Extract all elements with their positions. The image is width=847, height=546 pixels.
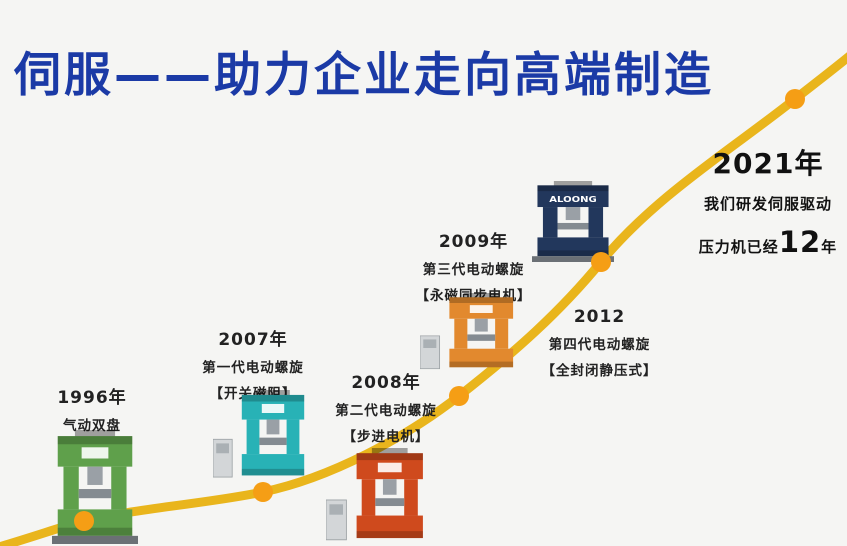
press-machine-icon: ALOONG bbox=[532, 181, 614, 262]
machine-2008-illustration bbox=[326, 448, 428, 545]
milestone-year: 2009年 bbox=[438, 232, 509, 252]
finale-line2: 压力机已经12年 bbox=[693, 225, 843, 259]
milestone-desc: 第三代电动螺旋 bbox=[422, 262, 525, 278]
milestone-2009: 2009年 第三代电动螺旋 【永磁同步电机】 bbox=[401, 227, 546, 304]
milestone-year: 2007年 bbox=[218, 330, 288, 350]
machine-2009-illustration bbox=[420, 293, 518, 373]
milestone-1996: 1996年 气动双盘 bbox=[32, 383, 152, 434]
milestone-desc: 气动双盘 bbox=[63, 418, 121, 434]
press-machine-icon bbox=[52, 430, 138, 544]
finale-line1: 我们研发伺服驱动 bbox=[703, 195, 832, 213]
milestone-year: 1996年 bbox=[57, 388, 127, 408]
milestone-desc: 【全封闭静压式】 bbox=[541, 363, 658, 379]
milestone-desc: 第四代电动螺旋 bbox=[548, 337, 651, 353]
machine-2012-illustration: ALOONG bbox=[532, 181, 614, 262]
milestone-desc: 第二代电动螺旋 bbox=[335, 403, 437, 419]
finale-suffix: 年 bbox=[821, 238, 838, 256]
finale-number: 12 bbox=[778, 225, 822, 259]
machine-1996-illustration bbox=[52, 430, 138, 544]
milestone-year: 2012 bbox=[573, 307, 626, 327]
finale-year: 2021年 bbox=[712, 147, 824, 180]
press-machine-icon bbox=[213, 390, 305, 478]
page-title: 伺服——助力企业走向高端制造 bbox=[14, 48, 714, 103]
milestone-desc: 【步进电机】 bbox=[342, 429, 430, 445]
milestone-2008: 2008年 第二代电动螺旋 【步进电机】 bbox=[316, 368, 456, 445]
press-machine-icon bbox=[326, 448, 423, 541]
machine-brand-label: ALOONG bbox=[549, 196, 596, 205]
milestone-year: 2008年 bbox=[351, 373, 421, 393]
press-machine-icon bbox=[420, 293, 514, 370]
machine-2007-illustration bbox=[213, 390, 309, 482]
finale-prefix: 压力机已经 bbox=[698, 238, 779, 256]
milestone-2021: 2021年 我们研发伺服驱动 压力机已经12年 bbox=[693, 142, 843, 259]
milestone-desc: 第一代电动螺旋 bbox=[202, 360, 304, 376]
milestone-2012: 2012 第四代电动螺旋 【全封闭静压式】 bbox=[527, 307, 672, 379]
